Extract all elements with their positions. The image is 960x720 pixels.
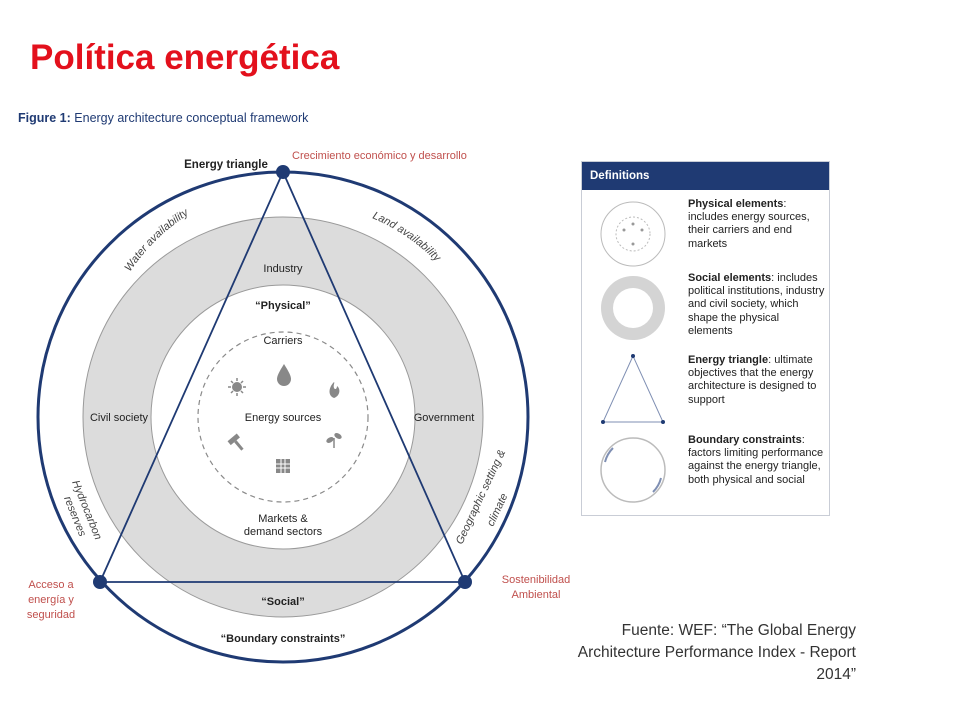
left-annotation-line2: energía y [28,594,74,606]
sun-icon [228,378,246,396]
social-thumbnail [601,276,665,340]
slide-title: Política energética [30,38,340,77]
oil-drop-icon [277,364,291,386]
energy-sources-circle [197,331,369,503]
definition-physical-desc: : includes energy sources, their carrier… [688,198,810,250]
definition-social-text: Social elements: includes political inst… [688,272,826,338]
carriers-label: Carriers [263,335,303,347]
markets-label-line2: demand sectors [244,526,323,538]
energy-triangle [98,169,467,583]
right-vertex-annotation: Sostenibilidad Ambiental [488,573,584,603]
definition-triangle-term: Energy triangle [688,354,769,366]
definition-triangle-text: Energy triangle: ultimate objectives tha… [688,354,826,407]
definition-triangle: Energy triangle: ultimate objectives tha… [582,354,829,434]
markets-label-line1: Markets & [258,513,308,525]
energy-triangle-label: Energy triangle [184,159,268,171]
top-vertex-annotation: Crecimiento económico y desarrollo [292,150,467,162]
figure-label: Figure 1: [18,111,71,125]
definition-physical-term: Physical elements [688,198,784,210]
flame-icon [329,382,340,398]
physical-circle [150,284,416,550]
definition-physical-text: Physical elements: includes energy sourc… [688,198,826,251]
left-annotation-line1: Acceso a [28,579,74,591]
left-vertex-annotation: Acceso a energía y seguridad [14,578,88,623]
definition-boundary-term: Boundary constraints [688,434,802,446]
triangle-thumbnail [601,354,665,424]
definition-boundary-text: Boundary constraints: factors limiting p… [688,434,826,487]
social-label: “Social” [261,596,304,608]
definition-triangle-desc: : ultimate objectives that the energy ar… [688,354,817,406]
hammer-icon [227,433,244,451]
definition-boundary-desc: : factors limiting performance against t… [688,434,824,486]
figure-caption: Figure 1: Energy architecture conceptual… [18,111,308,125]
right-annotation-line1: Sostenibilidad [501,574,571,586]
vertex-top [276,165,290,179]
definition-social: Social elements: includes political inst… [582,272,829,352]
right-annotation-line2: Ambiental [511,589,561,601]
boundary-thumbnail [600,437,666,503]
grid-icon [276,459,290,473]
definition-social-term: Social elements [688,272,772,284]
geographic-label-line2: climate [485,492,511,529]
source-citation: Fuente: WEF: “The Global Energy Architec… [577,622,856,683]
physical-thumbnail [600,201,666,267]
industry-label: Industry [263,263,303,275]
definitions-header: Definitions [582,162,829,190]
boundary-constraints-label: “Boundary constraints” [221,633,346,645]
government-label: Government [414,412,475,424]
definition-physical: Physical elements: includes energy sourc… [582,198,829,278]
vertex-left [93,575,107,589]
figure-caption-text: Energy architecture conceptual framework [74,111,309,125]
civil-society-label: Civil society [90,412,149,424]
vertex-right [458,575,472,589]
plant-icon [326,433,342,448]
left-annotation-line3: seguridad [26,609,76,621]
physical-label: “Physical” [255,300,311,312]
definitions-box: Definitions Physical elements: includes … [581,161,830,516]
energy-sources-label: Energy sources [245,412,322,424]
definition-boundary: Boundary constraints: factors limiting p… [582,434,829,514]
definition-social-desc: : includes political institutions, indus… [688,272,825,337]
